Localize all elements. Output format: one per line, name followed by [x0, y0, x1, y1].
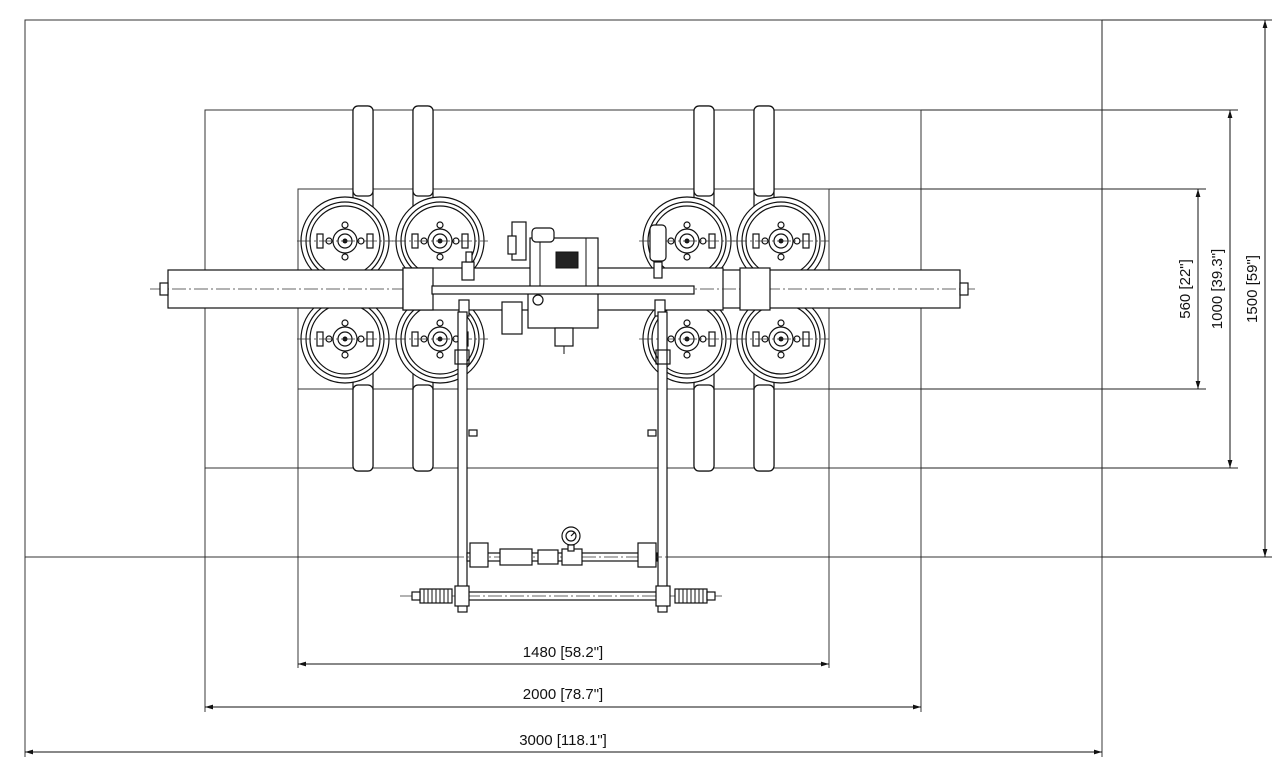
dim-label-1000: 1000 [39.3"] — [1209, 249, 1226, 329]
handle-grip-icon — [419, 588, 453, 604]
dim-label-1480: 1480 [58.2"] — [523, 644, 603, 661]
dimension-lines — [25, 20, 1268, 755]
valves — [458, 224, 667, 317]
handle-grip-icon — [674, 588, 708, 604]
dim-label-3000: 3000 [118.1"] — [519, 732, 607, 749]
dim-label-2000: 2000 [78.7"] — [523, 686, 603, 703]
dimension-labels: 1480 [58.2"] 2000 [78.7"] 3000 [118.1"] … — [519, 249, 1261, 749]
dim-label-560: 560 [22"] — [1177, 259, 1194, 319]
pressure-gauge-icon — [561, 526, 581, 552]
envelope-frames — [24, 19, 1272, 757]
dim-label-1500: 1500 [59"] — [1244, 255, 1261, 323]
handle-post-left — [457, 311, 468, 613]
beam-overlays — [352, 105, 775, 472]
handle-frame — [400, 311, 725, 613]
vacuum-pump-icon — [431, 221, 695, 354]
handle-post-right — [657, 311, 668, 613]
